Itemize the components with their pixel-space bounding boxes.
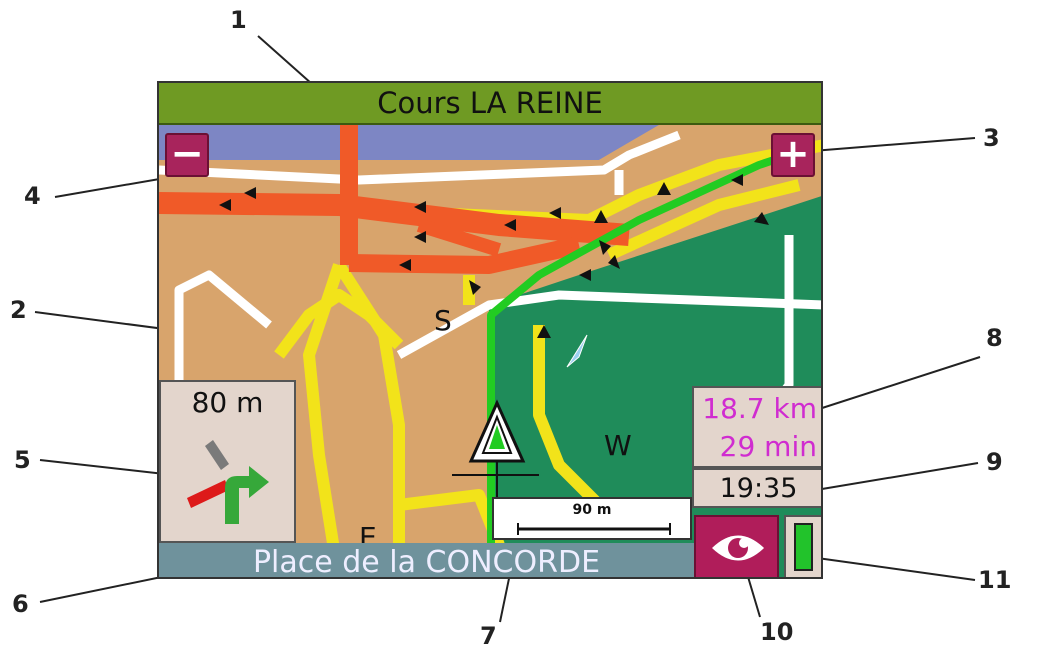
remaining-distance: 18.7 km xyxy=(702,392,817,425)
vehicle-position-icon xyxy=(452,399,539,505)
zoom-out-button[interactable]: − xyxy=(165,133,209,177)
zoom-in-button[interactable]: + xyxy=(771,133,815,177)
eye-icon xyxy=(712,535,764,561)
gps-signal-icon xyxy=(794,523,813,571)
scale-label: 90 m xyxy=(572,502,612,518)
callout-6: 6 xyxy=(12,590,29,618)
next-turn-panel: 80 m xyxy=(159,380,296,543)
callout-11: 11 xyxy=(978,566,1012,594)
callout-5: 5 xyxy=(14,446,31,474)
north-pointer-icon xyxy=(566,334,588,368)
compass-w-label: W xyxy=(604,429,632,462)
scale-bar-icon xyxy=(517,523,671,535)
compass-s-label: S xyxy=(434,304,452,337)
turn-right-arrow-icon xyxy=(187,440,269,524)
callout-3: 3 xyxy=(983,124,1000,152)
next-street-bar: Place de la CONCORDE xyxy=(159,543,694,577)
callout-8: 8 xyxy=(986,324,1003,352)
map-scale: 90 m xyxy=(492,497,692,540)
callout-1: 1 xyxy=(230,6,247,34)
callout-2: 2 xyxy=(10,296,27,324)
callout-7: 7 xyxy=(480,622,497,650)
remaining-time: 29 min xyxy=(719,430,817,463)
navigation-screen: S W E Cours LA REINE − + 80 m Place de l… xyxy=(157,81,823,579)
clock: 19:35 xyxy=(692,468,821,508)
callout-10: 10 xyxy=(760,618,794,646)
route-info-panel[interactable]: 18.7 km 29 min xyxy=(692,386,821,468)
view-mode-button[interactable] xyxy=(694,515,779,577)
callout-4: 4 xyxy=(24,182,41,210)
current-street-bar: Cours LA REINE xyxy=(159,83,821,125)
turn-distance: 80 m xyxy=(191,386,264,419)
gps-signal-indicator xyxy=(784,515,821,577)
callout-9: 9 xyxy=(986,448,1003,476)
